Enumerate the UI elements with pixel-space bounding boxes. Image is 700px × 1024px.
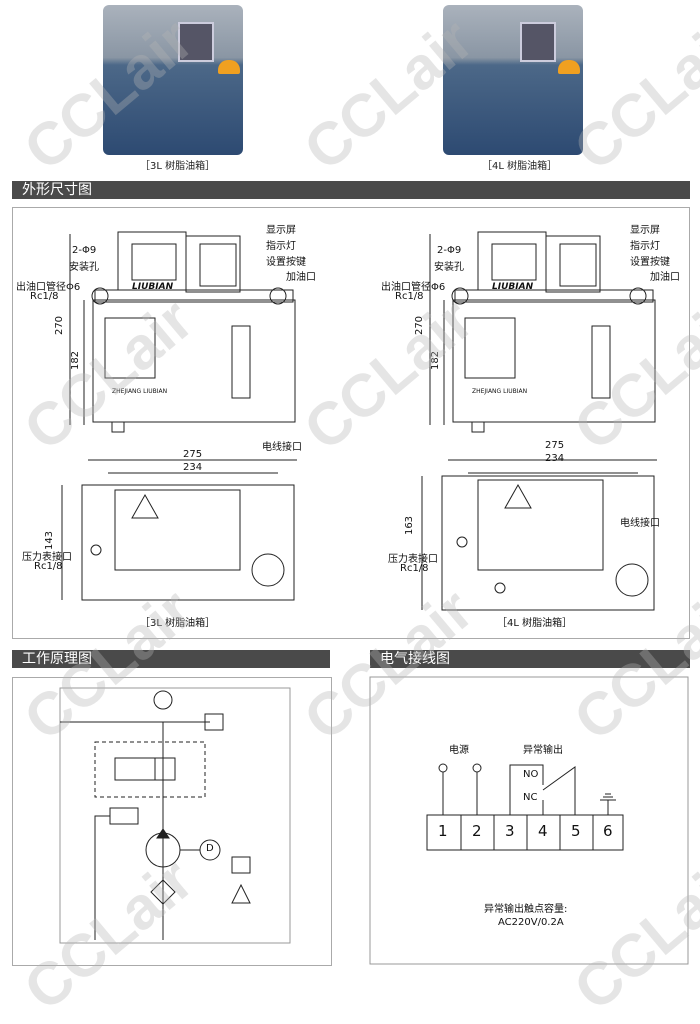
- controller-display: [520, 22, 556, 62]
- label-indicator: 指示灯: [266, 241, 296, 252]
- capacity-value: AC220V/0.2A: [498, 917, 564, 928]
- dim-height-tank: 182: [430, 350, 442, 371]
- label-outlet-thread: Rc1/8: [395, 291, 424, 302]
- terminal-6: 6: [603, 822, 613, 840]
- drawing-caption-4l: ［4L 树脂油箱］: [497, 618, 573, 629]
- drawing-caption-3l: ［3L 树脂油箱］: [140, 618, 216, 629]
- label-display: 显示屏: [266, 225, 296, 236]
- dim-width-inner: 234: [183, 462, 203, 473]
- label-mount-holes: 2-Φ9: [437, 245, 462, 256]
- dim-depth-3l: 143: [44, 530, 56, 551]
- label-alarm-output: 异常输出: [523, 745, 563, 756]
- brand-label: LIUBIAN: [492, 282, 534, 292]
- label-mount-holes-text: 安装孔: [69, 262, 99, 273]
- product-caption-3l: ［3L 树脂油箱］: [140, 161, 216, 172]
- fill-cap: [558, 60, 580, 74]
- product-caption-4l: ［4L 树脂油箱］: [482, 161, 558, 172]
- label-no: NO: [523, 769, 539, 780]
- label-fill-port: 加油口: [650, 272, 680, 283]
- label-outlet: 出油口管径Φ6: [16, 282, 81, 293]
- dim-width-total: 275: [183, 449, 203, 460]
- label-gauge-port: 压力表接口: [22, 552, 72, 563]
- brand-label: LIUBIAN: [132, 282, 174, 292]
- label-power: 电源: [449, 745, 469, 756]
- wiring-diagram: [369, 676, 689, 965]
- terminal-2: 2: [472, 822, 482, 840]
- terminal-4: 4: [538, 822, 548, 840]
- terminal-3: 3: [505, 822, 515, 840]
- label-wire-port: 电线接口: [620, 518, 660, 529]
- controller-display: [178, 22, 214, 62]
- label-keys: 设置按键: [630, 257, 670, 268]
- label-outlet-thread: Rc1/8: [30, 291, 59, 302]
- label-gauge-thread: Rc1/8: [400, 563, 429, 574]
- label-mount-holes: 2-Φ9: [72, 245, 97, 256]
- motor-label: D: [206, 843, 214, 854]
- maker-label: ZHEJIANG LIUBIAN: [472, 388, 528, 395]
- label-keys: 设置按键: [266, 257, 306, 268]
- dim-width-inner: 234: [545, 453, 565, 464]
- front-view-3l: [69, 231, 296, 433]
- section-header-dimensions: 外形尺寸图: [12, 181, 690, 199]
- top-view-3l: [61, 459, 297, 601]
- fill-cap: [218, 60, 240, 74]
- principle-panel: [12, 677, 332, 966]
- capacity-label: 异常输出触点容量:: [484, 904, 568, 915]
- label-gauge-port: 压力表接口: [388, 554, 438, 565]
- dim-depth-4l: 163: [404, 515, 416, 536]
- terminal-1: 1: [438, 822, 448, 840]
- label-outlet: 出油口管径Φ6: [381, 282, 446, 293]
- technical-drawings: [59, 231, 689, 965]
- product-photo-3l: [103, 5, 243, 155]
- section-header-wiring: 电气接线图: [370, 650, 690, 668]
- dim-height-total: 270: [54, 315, 66, 336]
- maker-label: ZHEJIANG LIUBIAN: [112, 388, 168, 395]
- label-display: 显示屏: [630, 225, 660, 236]
- dim-width-total: 275: [545, 440, 565, 451]
- dimension-drawing-panel: [12, 207, 690, 639]
- label-fill-port: 加油口: [286, 272, 316, 283]
- label-indicator: 指示灯: [630, 241, 660, 252]
- label-gauge-thread: Rc1/8: [34, 561, 63, 572]
- terminal-5: 5: [571, 822, 581, 840]
- dim-height-tank: 182: [70, 350, 82, 371]
- label-wire-port: 电线接口: [262, 442, 302, 453]
- product-photo-4l: [443, 5, 583, 155]
- section-header-principle: 工作原理图: [12, 650, 330, 668]
- label-nc: NC: [523, 792, 538, 803]
- label-mount-holes-text: 安装孔: [434, 262, 464, 273]
- hydraulic-schematic: [59, 687, 291, 944]
- front-view-4l: [429, 231, 656, 433]
- dim-height-total: 270: [414, 315, 426, 336]
- top-view-4l: [421, 459, 657, 611]
